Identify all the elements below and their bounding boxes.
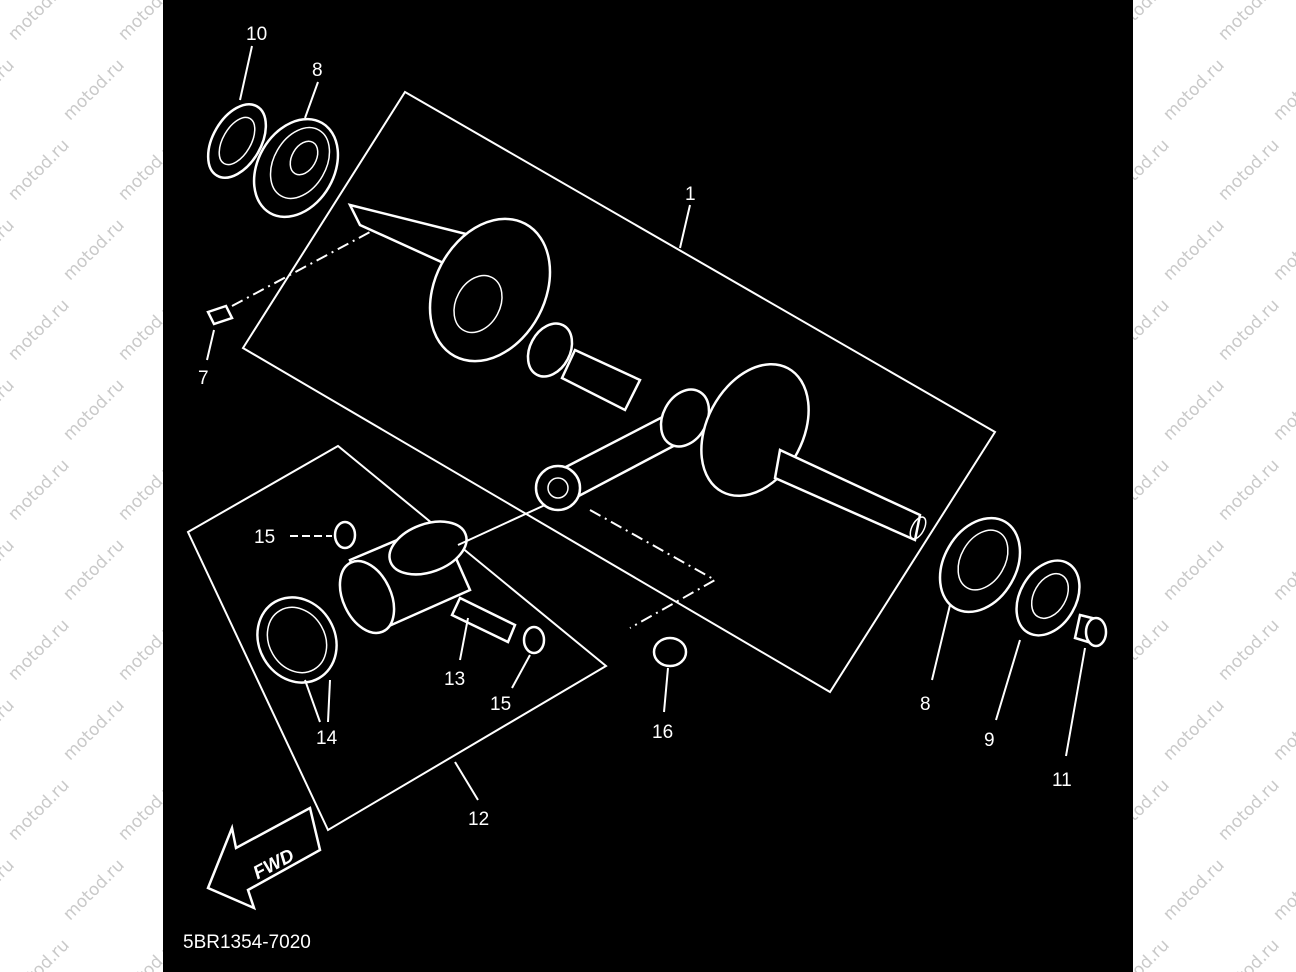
watermark-text: motod.ru <box>4 775 74 845</box>
exploded-parts-diagram: FWD 1 7 8 8 9 10 11 12 13 14 15 15 16 5B… <box>163 0 1133 972</box>
crank-pin <box>560 348 642 412</box>
callout-11: 11 <box>1052 770 1072 791</box>
watermark-text: motod.ru <box>1159 855 1229 925</box>
watermark-text: motod.ru <box>4 135 74 205</box>
callout-1: 1 <box>685 184 696 205</box>
watermark-text: motod.ru <box>1159 55 1229 125</box>
callout-9: 9 <box>984 730 995 751</box>
callout-16: 16 <box>652 722 673 743</box>
watermark-text: motod.ru <box>0 535 19 605</box>
watermark-text: motod.ru <box>1214 0 1284 45</box>
callout-14: 14 <box>316 728 338 749</box>
watermark-text: motod.ru <box>4 615 74 685</box>
woodruff-key-7 <box>206 304 234 326</box>
watermark-text: motod.ru <box>4 0 74 45</box>
watermark-text: motod.ru <box>1159 535 1229 605</box>
watermark-text: motod.ru <box>0 695 19 765</box>
watermark-text: motod.ru <box>59 855 129 925</box>
watermark-text: motod.ru <box>59 215 129 285</box>
watermark-text: motod.ru <box>59 375 129 445</box>
watermark-text: motod.ru <box>1269 695 1296 765</box>
crankshaft-group-outline <box>241 90 997 694</box>
watermark-text: motod.ru <box>0 855 19 925</box>
watermark-text: motod.ru <box>1214 295 1284 365</box>
oil-seal-9 <box>1015 559 1081 637</box>
connecting-rod <box>534 388 711 512</box>
watermark-text: motod.ru <box>59 695 129 765</box>
oil-seal-10 <box>206 103 268 179</box>
watermark-text: motod.ru <box>1159 375 1229 445</box>
needle-bearing <box>526 322 574 378</box>
watermark-text: motod.ru <box>1214 775 1284 845</box>
watermark-text: motod.ru <box>4 455 74 525</box>
watermark-text: motod.ru <box>4 295 74 365</box>
bearing-8-right <box>938 516 1022 614</box>
watermark-text: motod.ru <box>0 215 19 285</box>
watermark-text: motod.ru <box>1214 455 1284 525</box>
callout-15-top: 15 <box>254 527 275 548</box>
forward-direction-arrow[interactable]: FWD <box>206 806 322 911</box>
callout-10: 10 <box>246 24 267 45</box>
collar-11 <box>1073 613 1108 648</box>
callout-12: 12 <box>468 809 489 830</box>
small-end-bearing-16 <box>652 636 688 668</box>
piston-pin-clip-15-top <box>333 520 357 550</box>
callout-13: 13 <box>444 669 465 690</box>
bearing-8-left <box>252 117 340 219</box>
watermark-text: motod.ru <box>0 55 19 125</box>
piston-pin-13 <box>450 596 517 644</box>
watermark-text: motod.ru <box>1269 215 1296 285</box>
watermark-text: motod.ru <box>1159 695 1229 765</box>
watermark-text: motod.ru <box>0 375 19 445</box>
watermark-text: motod.ru <box>1269 375 1296 445</box>
watermark-text: motod.ru <box>1269 535 1296 605</box>
crankshaft-left-half <box>347 203 552 363</box>
piston <box>338 520 472 635</box>
diagram-code: 5BR1354-7020 <box>183 932 311 953</box>
watermark-text: motod.ru <box>1159 215 1229 285</box>
watermark-text: motod.ru <box>1269 55 1296 125</box>
piston-rings-14 <box>256 596 338 684</box>
piston-group-outline <box>186 444 608 832</box>
callout-7: 7 <box>198 368 209 389</box>
watermark-text: motod.ru <box>59 55 129 125</box>
callout-8-right: 8 <box>920 694 931 715</box>
callout-8-left: 8 <box>312 60 323 81</box>
watermark-text: motod.ru <box>4 935 74 972</box>
crankshaft-right-half <box>700 362 927 542</box>
callout-15-bottom: 15 <box>490 694 511 715</box>
watermark-text: motod.ru <box>1214 135 1284 205</box>
watermark-text: motod.ru <box>1214 935 1284 972</box>
watermark-text: motod.ru <box>59 535 129 605</box>
diagram-drawing: FWD 1 7 8 8 9 10 11 12 13 14 15 15 16 5B… <box>183 24 1108 953</box>
watermark-text: motod.ru <box>1214 615 1284 685</box>
piston-pin-clip-15-bottom <box>522 625 546 655</box>
watermark-text: motod.ru <box>1269 855 1296 925</box>
